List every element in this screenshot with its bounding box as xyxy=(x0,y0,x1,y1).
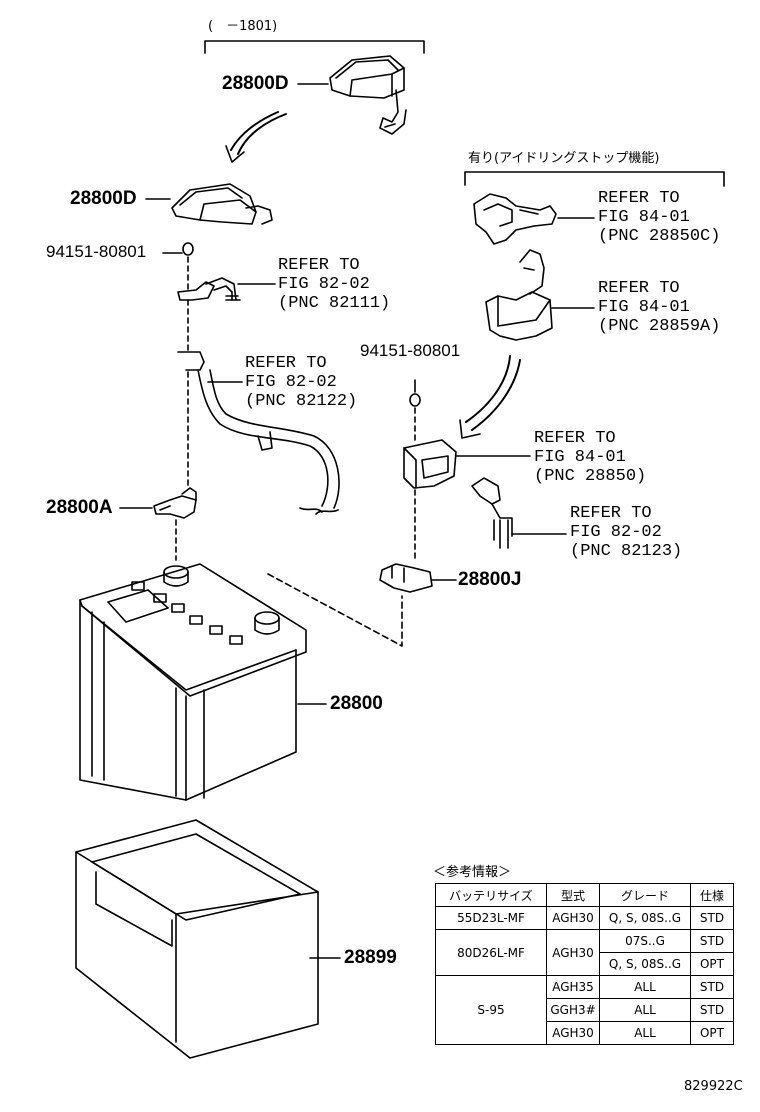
table-row: Q, S, 08S..G OPT xyxy=(436,952,734,976)
terminal-cover-lower-drawing xyxy=(171,183,273,225)
part-number-28800: 28800 xyxy=(330,693,383,714)
arrow-head-left xyxy=(225,145,245,163)
part-number-28800J: 28800J xyxy=(458,569,522,590)
ref-82111: REFER TO FIG 82-02 (PNC 82111) xyxy=(278,256,391,313)
dashed-battery-to-28800J xyxy=(267,573,403,647)
sensor-28850C-drawing xyxy=(473,193,557,245)
header-spec: 仕様 xyxy=(690,883,734,907)
nut-left xyxy=(182,242,194,256)
terminal-cover-upper-drawing xyxy=(329,55,407,135)
header-battery-size: バッテリサイズ xyxy=(435,883,547,907)
info-table: バッテリサイズ 型式 グレード 仕様 55D23L-MF AGH30 Q, S,… xyxy=(435,883,734,1045)
part-number-28800A: 28800A xyxy=(46,497,113,518)
idle-stop-note: 有り(アイドリングストップ機能) xyxy=(468,151,660,166)
ref-28850C: REFER TO FIG 84-01 (PNC 28850C) xyxy=(598,189,721,246)
info-table-title: ＜参考情報＞ xyxy=(433,865,512,880)
ref-28850: REFER TO FIG 84-01 (PNC 28850) xyxy=(534,429,647,486)
nut-right xyxy=(409,393,421,407)
arrow-head-right xyxy=(459,419,481,439)
figure-code: 829922C xyxy=(684,1079,743,1094)
terminal-28800A-drawing xyxy=(153,487,197,519)
cable-82123-drawing xyxy=(471,477,513,549)
idle-stop-bracket xyxy=(464,171,725,187)
sensor-28850-drawing xyxy=(403,439,457,489)
part-number-28899: 28899 xyxy=(344,947,397,968)
bracket-28859A-drawing xyxy=(485,249,553,341)
table-row: GGH3# ALL STD xyxy=(436,998,734,1022)
part-number-28800D-top: 28800D xyxy=(222,73,289,94)
ref-82123: REFER TO FIG 82-02 (PNC 82123) xyxy=(570,504,683,561)
table-row: 80D26L-MF AGH30 07S..G STD xyxy=(435,929,734,976)
header-type: 型式 xyxy=(546,883,600,907)
terminal-28800J-drawing xyxy=(379,563,433,593)
part-number-28800D-mid: 28800D xyxy=(70,188,137,209)
cable-82122-drawing xyxy=(177,351,340,515)
top-range-bracket xyxy=(204,40,425,54)
top-range-label: ( －1801) xyxy=(208,19,278,34)
cable-82111-drawing xyxy=(177,277,241,301)
battery-drawing xyxy=(79,563,307,801)
part-number-94151-right: 94151-80801 xyxy=(360,341,461,360)
ref-28859A: REFER TO FIG 84-01 (PNC 28859A) xyxy=(598,279,721,336)
ref-82122: REFER TO FIG 82-02 (PNC 82122) xyxy=(245,354,358,411)
header-grade: グレード xyxy=(599,883,691,907)
part-number-94151-left: 94151-80801 xyxy=(46,242,147,261)
battery-tray-drawing xyxy=(75,819,319,1059)
table-row: 55D23L-MF AGH30 Q, S, 08S..G STD xyxy=(435,906,734,930)
table-row: S-95 AGH35 ALL STD xyxy=(435,975,734,1045)
table-row: AGH30 ALL OPT xyxy=(436,1021,734,1045)
